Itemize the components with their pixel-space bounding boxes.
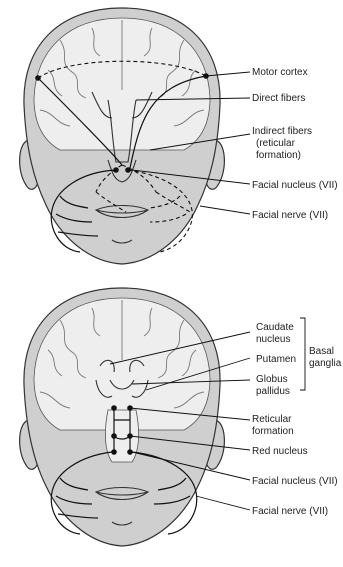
bottom-facial-nucleus-dot-right	[127, 449, 133, 455]
label-reticular: Reticular	[252, 414, 292, 425]
label-indirect-fibers-3: formation)	[256, 150, 301, 161]
top-facial-nucleus-dot-right	[125, 167, 131, 173]
label-caudate-2: nucleus	[256, 334, 290, 345]
label-direct-fibers: Direct fibers	[252, 93, 305, 104]
bottom-head-illustration	[20, 288, 225, 546]
label-facial-nucleus-bottom: Facial nucleus (VII)	[252, 476, 338, 487]
label-red-nucleus: Red nucleus	[252, 446, 308, 457]
label-basal: Basal	[309, 346, 334, 357]
label-caudate: Caudate	[256, 322, 294, 333]
label-globus-2: pallidus	[256, 386, 290, 397]
label-motor-cortex: Motor cortex	[252, 67, 308, 78]
top-labels: Motor cortex Direct fibers Indirect fibe…	[252, 67, 338, 221]
label-facial-nerve-bottom: Facial nerve (VII)	[252, 506, 328, 517]
top-head-illustration	[20, 8, 225, 264]
label-facial-nucleus-top: Facial nucleus (VII)	[252, 180, 338, 191]
bottom-facial-nucleus-dot-left	[111, 449, 117, 455]
top-cortex-dot-left	[35, 75, 41, 81]
label-facial-nerve-top: Facial nerve (VII)	[252, 210, 328, 221]
top-facial-nucleus-dot-left	[113, 167, 119, 173]
label-reticular-2: formation	[252, 426, 294, 437]
label-putamen: Putamen	[256, 354, 296, 365]
bottom-dot-3	[111, 433, 117, 439]
basal-ganglia-bracket	[300, 318, 305, 390]
label-basal-2: ganglia	[309, 358, 342, 369]
label-indirect-fibers: Indirect fibers	[252, 126, 312, 137]
bottom-dot-1	[111, 405, 117, 411]
label-globus: Globus	[256, 374, 288, 385]
bottom-labels: Caudate nucleus Putamen Globus pallidus …	[252, 322, 342, 517]
label-indirect-fibers-2: (reticular	[256, 138, 296, 149]
